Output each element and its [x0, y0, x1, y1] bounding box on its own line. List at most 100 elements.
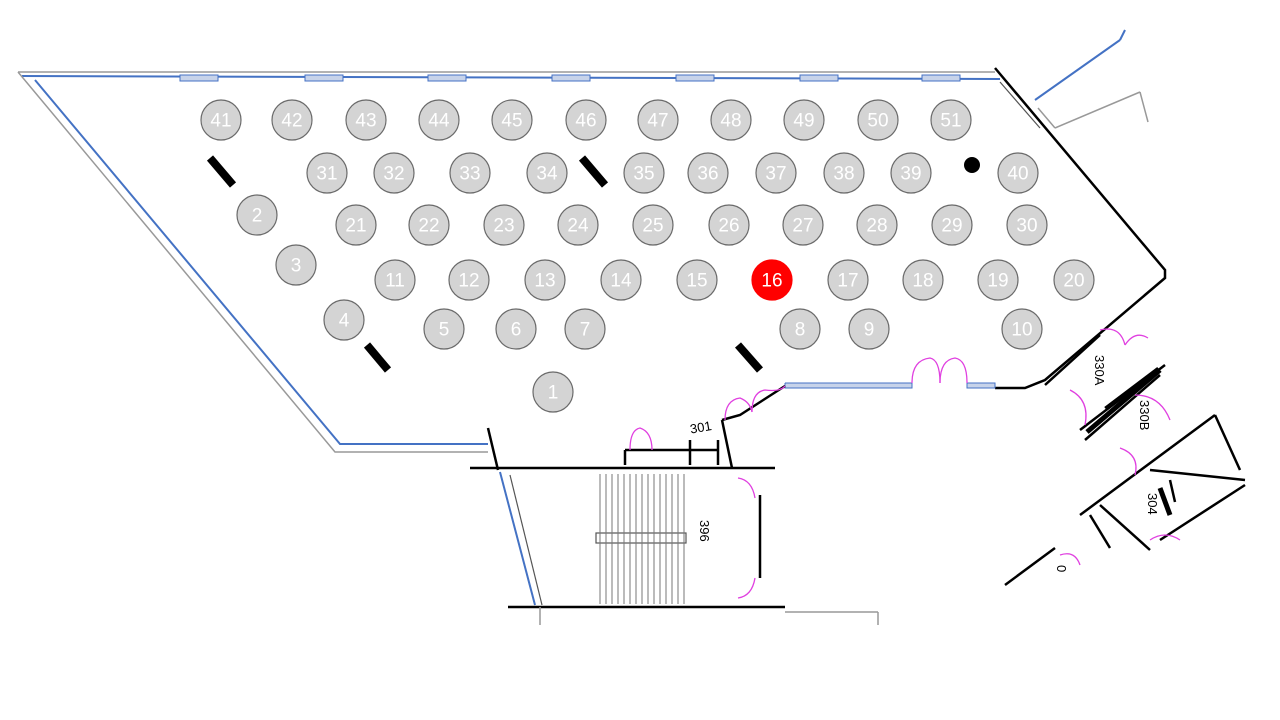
seat-47[interactable]: 47: [637, 99, 679, 141]
seat-circle-2[interactable]: [236, 194, 278, 236]
seat-43[interactable]: 43: [345, 99, 387, 141]
seat-circle-26[interactable]: [708, 204, 750, 246]
seat-29[interactable]: 29: [931, 204, 973, 246]
seat-circle-7[interactable]: [564, 308, 606, 350]
seat-circle-44[interactable]: [418, 99, 460, 141]
seat-circle-6[interactable]: [495, 308, 537, 350]
seat-circle-24[interactable]: [557, 204, 599, 246]
seat-33[interactable]: 33: [449, 152, 491, 194]
seat-circle-4[interactable]: [323, 299, 365, 341]
seat-6[interactable]: 6: [495, 308, 537, 350]
seat-circle-37[interactable]: [755, 152, 797, 194]
seat-circle-12[interactable]: [448, 259, 490, 301]
seat-circle-10[interactable]: [1001, 308, 1043, 350]
seat-circle-49[interactable]: [783, 99, 825, 141]
seat-2[interactable]: 2: [236, 194, 278, 236]
seat-circle-36[interactable]: [687, 152, 729, 194]
seat-circle-46[interactable]: [565, 99, 607, 141]
seat-22[interactable]: 22: [408, 204, 450, 246]
seat-circle-42[interactable]: [271, 99, 313, 141]
seat-circle-1[interactable]: [532, 371, 574, 413]
seat-circle-29[interactable]: [931, 204, 973, 246]
seat-20[interactable]: 20: [1053, 259, 1095, 301]
seat-46[interactable]: 46: [565, 99, 607, 141]
seat-49[interactable]: 49: [783, 99, 825, 141]
seat-4[interactable]: 4: [323, 299, 365, 341]
seat-34[interactable]: 34: [526, 152, 568, 194]
seat-12[interactable]: 12: [448, 259, 490, 301]
seat-circle-9[interactable]: [848, 308, 890, 350]
seat-39[interactable]: 39: [890, 152, 932, 194]
seat-32[interactable]: 32: [373, 152, 415, 194]
seat-circle-14[interactable]: [600, 259, 642, 301]
seat-circle-25[interactable]: [632, 204, 674, 246]
seat-18[interactable]: 18: [902, 259, 944, 301]
seat-16[interactable]: 16: [751, 259, 793, 301]
seat-8[interactable]: 8: [779, 308, 821, 350]
seat-38[interactable]: 38: [823, 152, 865, 194]
seat-circle-27[interactable]: [782, 204, 824, 246]
seat-27[interactable]: 27: [782, 204, 824, 246]
seat-31[interactable]: 31: [306, 152, 348, 194]
seat-37[interactable]: 37: [755, 152, 797, 194]
seat-35[interactable]: 35: [623, 152, 665, 194]
seat-circle-8[interactable]: [779, 308, 821, 350]
seat-40[interactable]: 40: [997, 152, 1039, 194]
seat-15[interactable]: 15: [676, 259, 718, 301]
seat-circle-20[interactable]: [1053, 259, 1095, 301]
seat-circle-17[interactable]: [827, 259, 869, 301]
seat-circle-35[interactable]: [623, 152, 665, 194]
seat-circle-16[interactable]: [751, 259, 793, 301]
seat-9[interactable]: 9: [848, 308, 890, 350]
seat-36[interactable]: 36: [687, 152, 729, 194]
seat-14[interactable]: 14: [600, 259, 642, 301]
seat-circle-18[interactable]: [902, 259, 944, 301]
seat-51[interactable]: 51: [930, 99, 972, 141]
seat-42[interactable]: 42: [271, 99, 313, 141]
seat-circle-32[interactable]: [373, 152, 415, 194]
seat-5[interactable]: 5: [423, 308, 465, 350]
seat-circle-30[interactable]: [1006, 204, 1048, 246]
seat-24[interactable]: 24: [557, 204, 599, 246]
seat-3[interactable]: 3: [275, 244, 317, 286]
seat-1[interactable]: 1: [532, 371, 574, 413]
seat-circle-34[interactable]: [526, 152, 568, 194]
seat-7[interactable]: 7: [564, 308, 606, 350]
seat-circle-28[interactable]: [856, 204, 898, 246]
seat-circle-15[interactable]: [676, 259, 718, 301]
seat-circle-43[interactable]: [345, 99, 387, 141]
seat-circle-47[interactable]: [637, 99, 679, 141]
seat-circle-31[interactable]: [306, 152, 348, 194]
seat-26[interactable]: 26: [708, 204, 750, 246]
seat-10[interactable]: 10: [1001, 308, 1043, 350]
seat-28[interactable]: 28: [856, 204, 898, 246]
seat-circle-3[interactable]: [275, 244, 317, 286]
seat-17[interactable]: 17: [827, 259, 869, 301]
seat-circle-11[interactable]: [374, 259, 416, 301]
seat-circle-22[interactable]: [408, 204, 450, 246]
seat-circle-40[interactable]: [997, 152, 1039, 194]
seat-13[interactable]: 13: [524, 259, 566, 301]
seat-circle-5[interactable]: [423, 308, 465, 350]
seat-circle-48[interactable]: [710, 99, 752, 141]
seat-circle-41[interactable]: [200, 99, 242, 141]
seat-25[interactable]: 25: [632, 204, 674, 246]
seat-circle-21[interactable]: [335, 204, 377, 246]
seat-circle-19[interactable]: [977, 259, 1019, 301]
seat-circle-45[interactable]: [491, 99, 533, 141]
seat-48[interactable]: 48: [710, 99, 752, 141]
seat-circle-13[interactable]: [524, 259, 566, 301]
seat-21[interactable]: 21: [335, 204, 377, 246]
seat-23[interactable]: 23: [483, 204, 525, 246]
seat-41[interactable]: 41: [200, 99, 242, 141]
seat-circle-50[interactable]: [857, 99, 899, 141]
seat-19[interactable]: 19: [977, 259, 1019, 301]
seat-44[interactable]: 44: [418, 99, 460, 141]
seat-11[interactable]: 11: [374, 259, 416, 301]
seat-circle-33[interactable]: [449, 152, 491, 194]
seat-45[interactable]: 45: [491, 99, 533, 141]
seat-circle-38[interactable]: [823, 152, 865, 194]
seat-circle-51[interactable]: [930, 99, 972, 141]
seat-30[interactable]: 30: [1006, 204, 1048, 246]
seat-50[interactable]: 50: [857, 99, 899, 141]
